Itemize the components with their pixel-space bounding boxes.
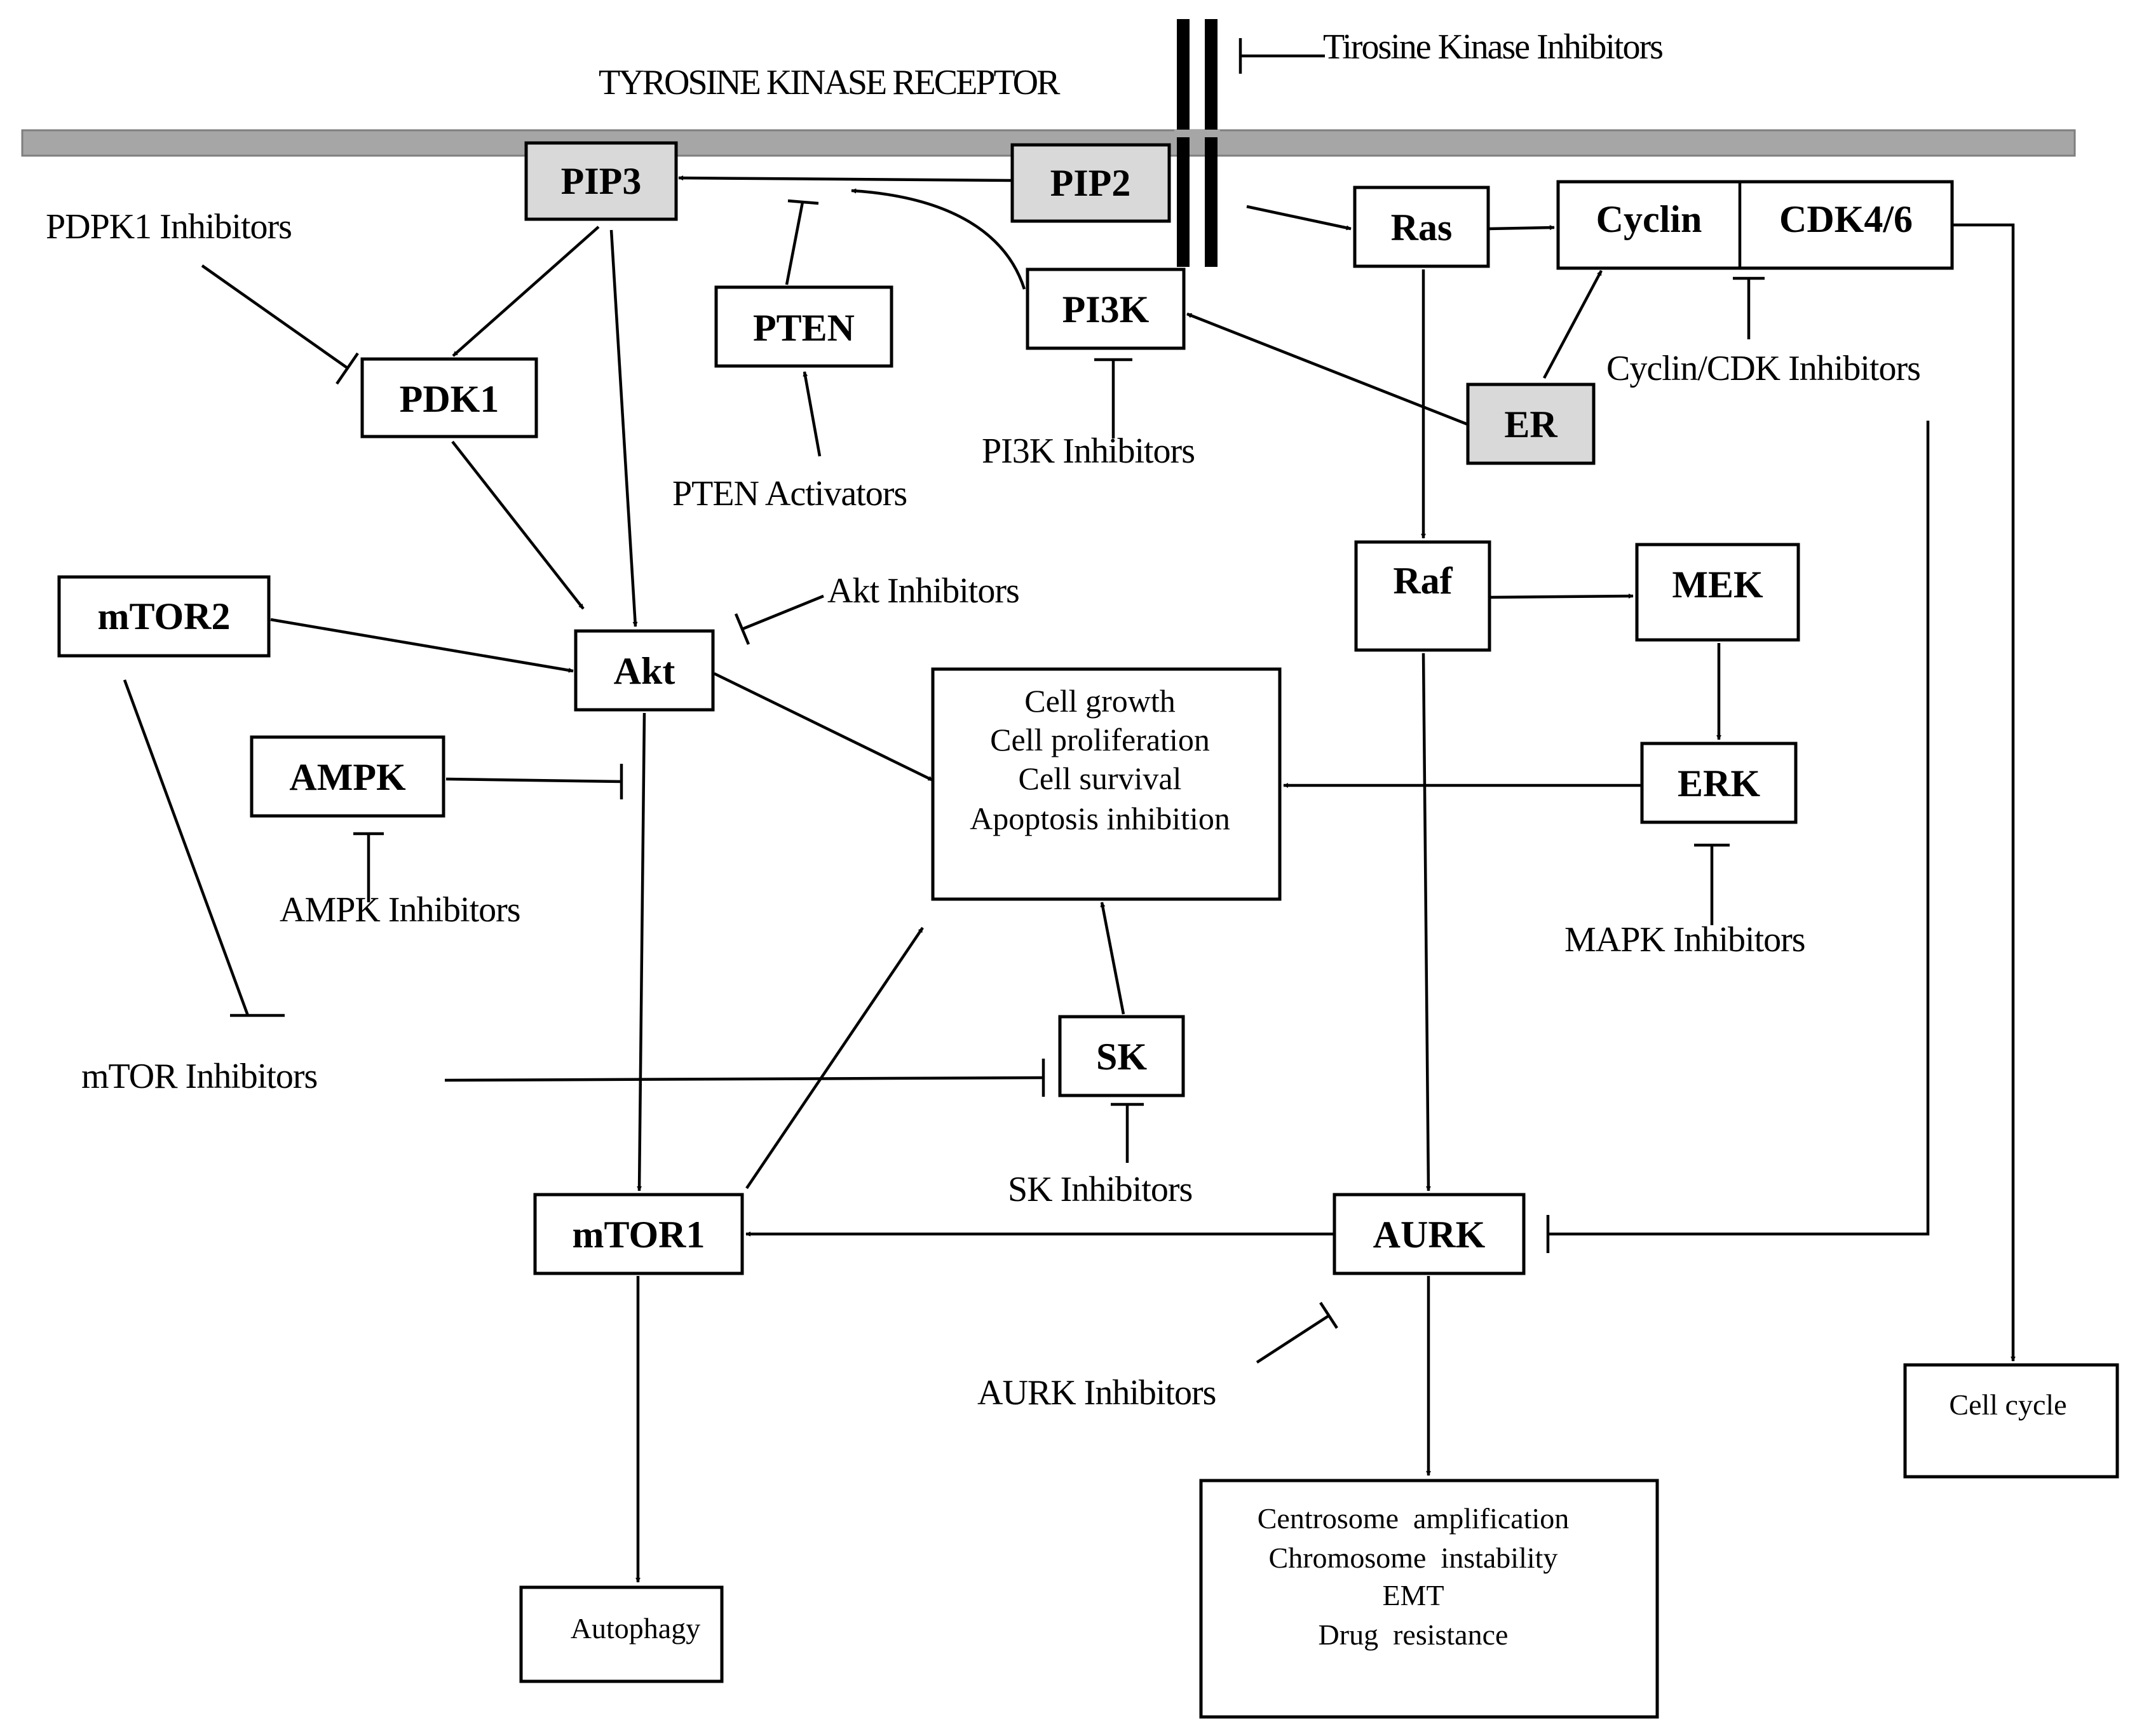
activation-arrows <box>270 175 2016 1583</box>
node-pdk1-label: PDK1 <box>400 378 499 420</box>
arrow-pip2-to-pip3 <box>678 175 1013 182</box>
inhibit-aurk-bar <box>1319 1301 1338 1329</box>
inhibit-pten-line <box>785 201 804 285</box>
outcome-aurk-effects: Centrosome amplification Chromosome inst… <box>1199 1479 1659 1719</box>
inhibit-mtor-sk-line <box>444 1076 1044 1082</box>
node-pip3-label: PIP3 <box>561 160 642 202</box>
node-pdk1: PDK1 <box>360 357 538 438</box>
inhibit-aurk-line <box>1256 1314 1331 1364</box>
arrow-akt-to-mtor1 <box>637 712 646 1191</box>
node-akt-label: Akt <box>614 650 675 692</box>
node-ampk: AMPK <box>250 735 445 818</box>
outcome-line-chromosome: Chromosome instability <box>1269 1542 1558 1574</box>
outcome-line-emt: EMT <box>1382 1579 1444 1611</box>
node-pten-label: PTEN <box>753 307 855 349</box>
inhibit-pdpk1-bar <box>336 352 359 385</box>
inhibit-akt-bar <box>734 613 750 645</box>
outcome-cell-cycle: Cell cycle <box>1903 1363 2119 1479</box>
inhibit-ampk-line <box>445 777 622 783</box>
node-er: ER <box>1466 383 1596 465</box>
inhibit-pdpk1-line <box>201 264 349 370</box>
inhibit-akt-line <box>742 594 824 631</box>
inhibit-cyclin-aurk-line <box>1548 421 1930 1236</box>
arrow-raf-to-mek <box>1490 593 1634 599</box>
tyrosine-kinase-receptor <box>1174 19 1220 267</box>
node-raf: Raf <box>1354 540 1491 652</box>
arrow-mtor1-to-cell-growth <box>745 926 924 1190</box>
node-pip2-label: PIP2 <box>1050 162 1131 204</box>
node-pi3k: PI3K <box>1026 268 1186 350</box>
inhibition-edges <box>123 199 1930 1364</box>
outcome-autophagy-label: Autophagy <box>571 1612 700 1644</box>
aurk-inhibitors-label: AURK Inhibitors <box>977 1373 1216 1413</box>
node-mtor2: mTOR2 <box>57 575 271 658</box>
outcome-cell-cycle-label: Cell cycle <box>1949 1388 2066 1421</box>
outcome-autophagy: Autophagy <box>519 1585 724 1683</box>
mtor-inhibitors-label: mTOR Inhibitors <box>81 1057 317 1096</box>
node-mtor2-label: mTOR2 <box>98 595 231 637</box>
arrow-pten-activators-to-pten <box>803 371 822 457</box>
arrow-pdk1-to-akt <box>451 440 585 610</box>
arrow-receptor-to-ras <box>1246 205 1352 231</box>
outcome-line-drug-resistance: Drug resistance <box>1319 1618 1509 1651</box>
sk-inhibitors-label: SK Inhibitors <box>1008 1170 1192 1209</box>
node-pip3: PIP3 <box>524 141 678 221</box>
akt-inhibitors-label: Akt Inhibitors <box>827 571 1019 611</box>
node-akt: Akt <box>574 629 715 712</box>
outcome-line-centrosome: Centrosome amplification <box>1258 1502 1570 1535</box>
arrow-sk-to-cell-growth <box>1100 902 1125 1015</box>
node-cdk46-label: CDK4/6 <box>1779 198 1913 240</box>
node-mek: MEK <box>1635 543 1800 642</box>
node-raf-label: Raf <box>1393 560 1453 602</box>
ampk-inhibitors-label: AMPK Inhibitors <box>280 890 520 930</box>
outcome-cell-growth: Cell growth Cell proliferation Cell surv… <box>931 667 1282 901</box>
node-pi3k-label: PI3K <box>1062 288 1150 330</box>
mapk-inhibitors-label: MAPK Inhibitors <box>1564 920 1805 960</box>
node-aurk-label: AURK <box>1373 1214 1486 1256</box>
node-pten: PTEN <box>714 285 893 368</box>
pi3k-inhibitors-label: PI3K Inhibitors <box>982 431 1195 471</box>
pdpk1-inhibitors-label: PDPK1 Inhibitors <box>46 207 292 247</box>
node-sk-label: SK <box>1096 1036 1147 1078</box>
arrow-pip3-to-pdk1 <box>452 226 600 357</box>
node-ampk-label: AMPK <box>289 756 406 798</box>
arrow-ras-to-cyclin <box>1488 225 1555 231</box>
node-sk: SK <box>1058 1015 1185 1097</box>
arrow-pip3-to-akt <box>609 229 638 627</box>
node-cyclin-label: Cyclin <box>1596 198 1702 240</box>
node-erk: ERK <box>1640 742 1798 824</box>
arrow-cdk46-to-cell-cycle <box>1952 223 2016 1362</box>
outcome-line-cell-survival: Cell survival <box>1019 761 1182 796</box>
node-cyclin-cdk46: Cyclin CDK4/6 <box>1556 180 1954 270</box>
node-pip2: PIP2 <box>1010 143 1171 223</box>
cyclin-cdk-inhibitors-label: Cyclin/CDK Inhibitors <box>1606 349 1920 388</box>
node-mek-label: MEK <box>1672 564 1763 606</box>
arrow-er-to-cyclin <box>1543 269 1603 379</box>
node-mtor1-label: mTOR1 <box>573 1214 705 1256</box>
outcome-line-cell-proliferation: Cell proliferation <box>990 722 1210 757</box>
receptor-label: TYROSINE KINASE RECEPTOR <box>599 63 1061 102</box>
arrow-pi3k-to-pip3 <box>851 188 1026 290</box>
node-mtor1: mTOR1 <box>533 1193 744 1275</box>
arrow-raf-to-aurk <box>1421 653 1431 1191</box>
node-erk-label: ERK <box>1678 763 1760 804</box>
arrow-er-to-pi3k <box>1186 312 1469 426</box>
node-er-label: ER <box>1504 403 1557 445</box>
node-ras: Ras <box>1353 186 1490 268</box>
node-aurk: AURK <box>1333 1193 1526 1275</box>
receptor-inhibition-bar <box>1238 38 1325 74</box>
pten-activators-label: PTEN Activators <box>672 474 907 513</box>
inhibit-mtor2-line <box>123 679 250 1016</box>
outcome-line-cell-growth: Cell growth <box>1024 683 1175 719</box>
receptor-inhibitors-label: Tirosine Kinase Inhibitors <box>1323 27 1662 67</box>
outcome-line-apoptosis-inhibition: Apoptosis inhibition <box>970 801 1230 836</box>
node-ras-label: Ras <box>1391 207 1453 248</box>
arrow-akt-to-cell-growth <box>714 672 933 782</box>
arrow-mtor2-to-akt <box>270 618 574 673</box>
inhibit-pten-bar <box>787 199 819 205</box>
